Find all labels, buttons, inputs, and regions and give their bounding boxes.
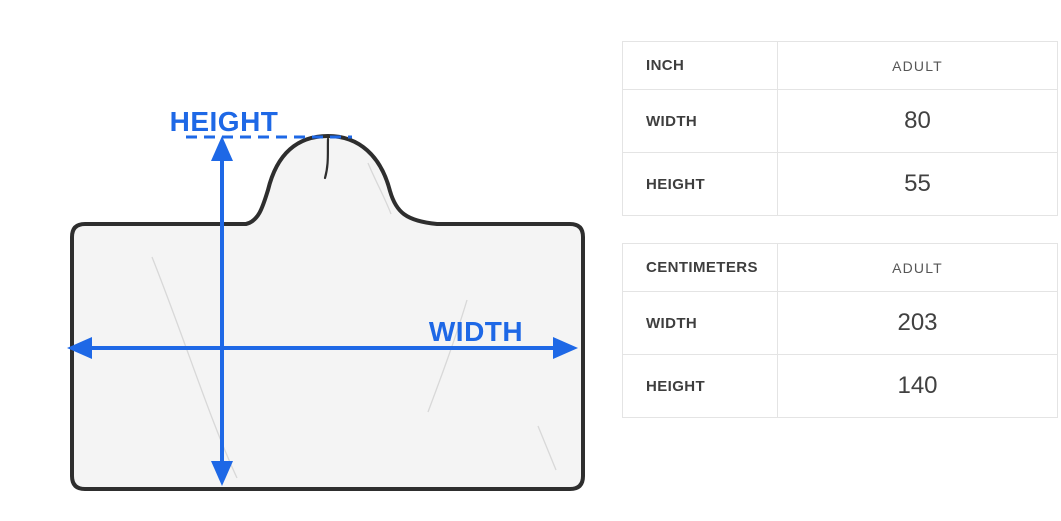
fabric-crease	[537, 425, 557, 471]
table-header-row: INCH ADULT	[622, 41, 1058, 90]
row-label-height: HEIGHT	[622, 354, 778, 418]
unit-header-centimeters: CENTIMETERS	[622, 243, 778, 292]
blanket-outline	[70, 134, 585, 491]
width-value-inch: 80	[777, 89, 1058, 153]
width-arrowhead-right	[553, 337, 578, 359]
row-label-width: WIDTH	[622, 291, 778, 355]
height-value-centimeters: 140	[777, 354, 1058, 418]
fabric-crease	[367, 162, 392, 215]
centimeters-size-table: CENTIMETERS ADULT WIDTH 203 HEIGHT 140	[622, 243, 1058, 418]
table-header-row: CENTIMETERS ADULT	[622, 243, 1058, 292]
fabric-crease	[427, 299, 468, 413]
table-row-width: WIDTH 203	[622, 291, 1058, 355]
table-row-height: HEIGHT 140	[622, 354, 1058, 418]
table-row-height: HEIGHT 55	[622, 152, 1058, 216]
fabric-crease	[151, 256, 238, 479]
size-header-adult: ADULT	[777, 41, 1058, 90]
hooded-blanket-diagram: HEIGHT WIDTH	[67, 106, 585, 491]
height-arrowhead-bottom	[211, 461, 233, 486]
width-dimension-label: WIDTH	[429, 316, 523, 347]
inch-size-table: INCH ADULT WIDTH 80 HEIGHT 55	[622, 41, 1058, 216]
width-arrowhead-left	[67, 337, 92, 359]
row-label-width: WIDTH	[622, 89, 778, 153]
row-label-height: HEIGHT	[622, 152, 778, 216]
height-arrowhead-top	[211, 136, 233, 161]
width-value-centimeters: 203	[777, 291, 1058, 355]
height-value-inch: 55	[777, 152, 1058, 216]
height-dimension-label: HEIGHT	[170, 106, 279, 137]
table-row-width: WIDTH 80	[622, 89, 1058, 153]
unit-header-inch: INCH	[622, 41, 778, 90]
hood-slit	[323, 137, 330, 180]
size-header-adult: ADULT	[777, 243, 1058, 292]
